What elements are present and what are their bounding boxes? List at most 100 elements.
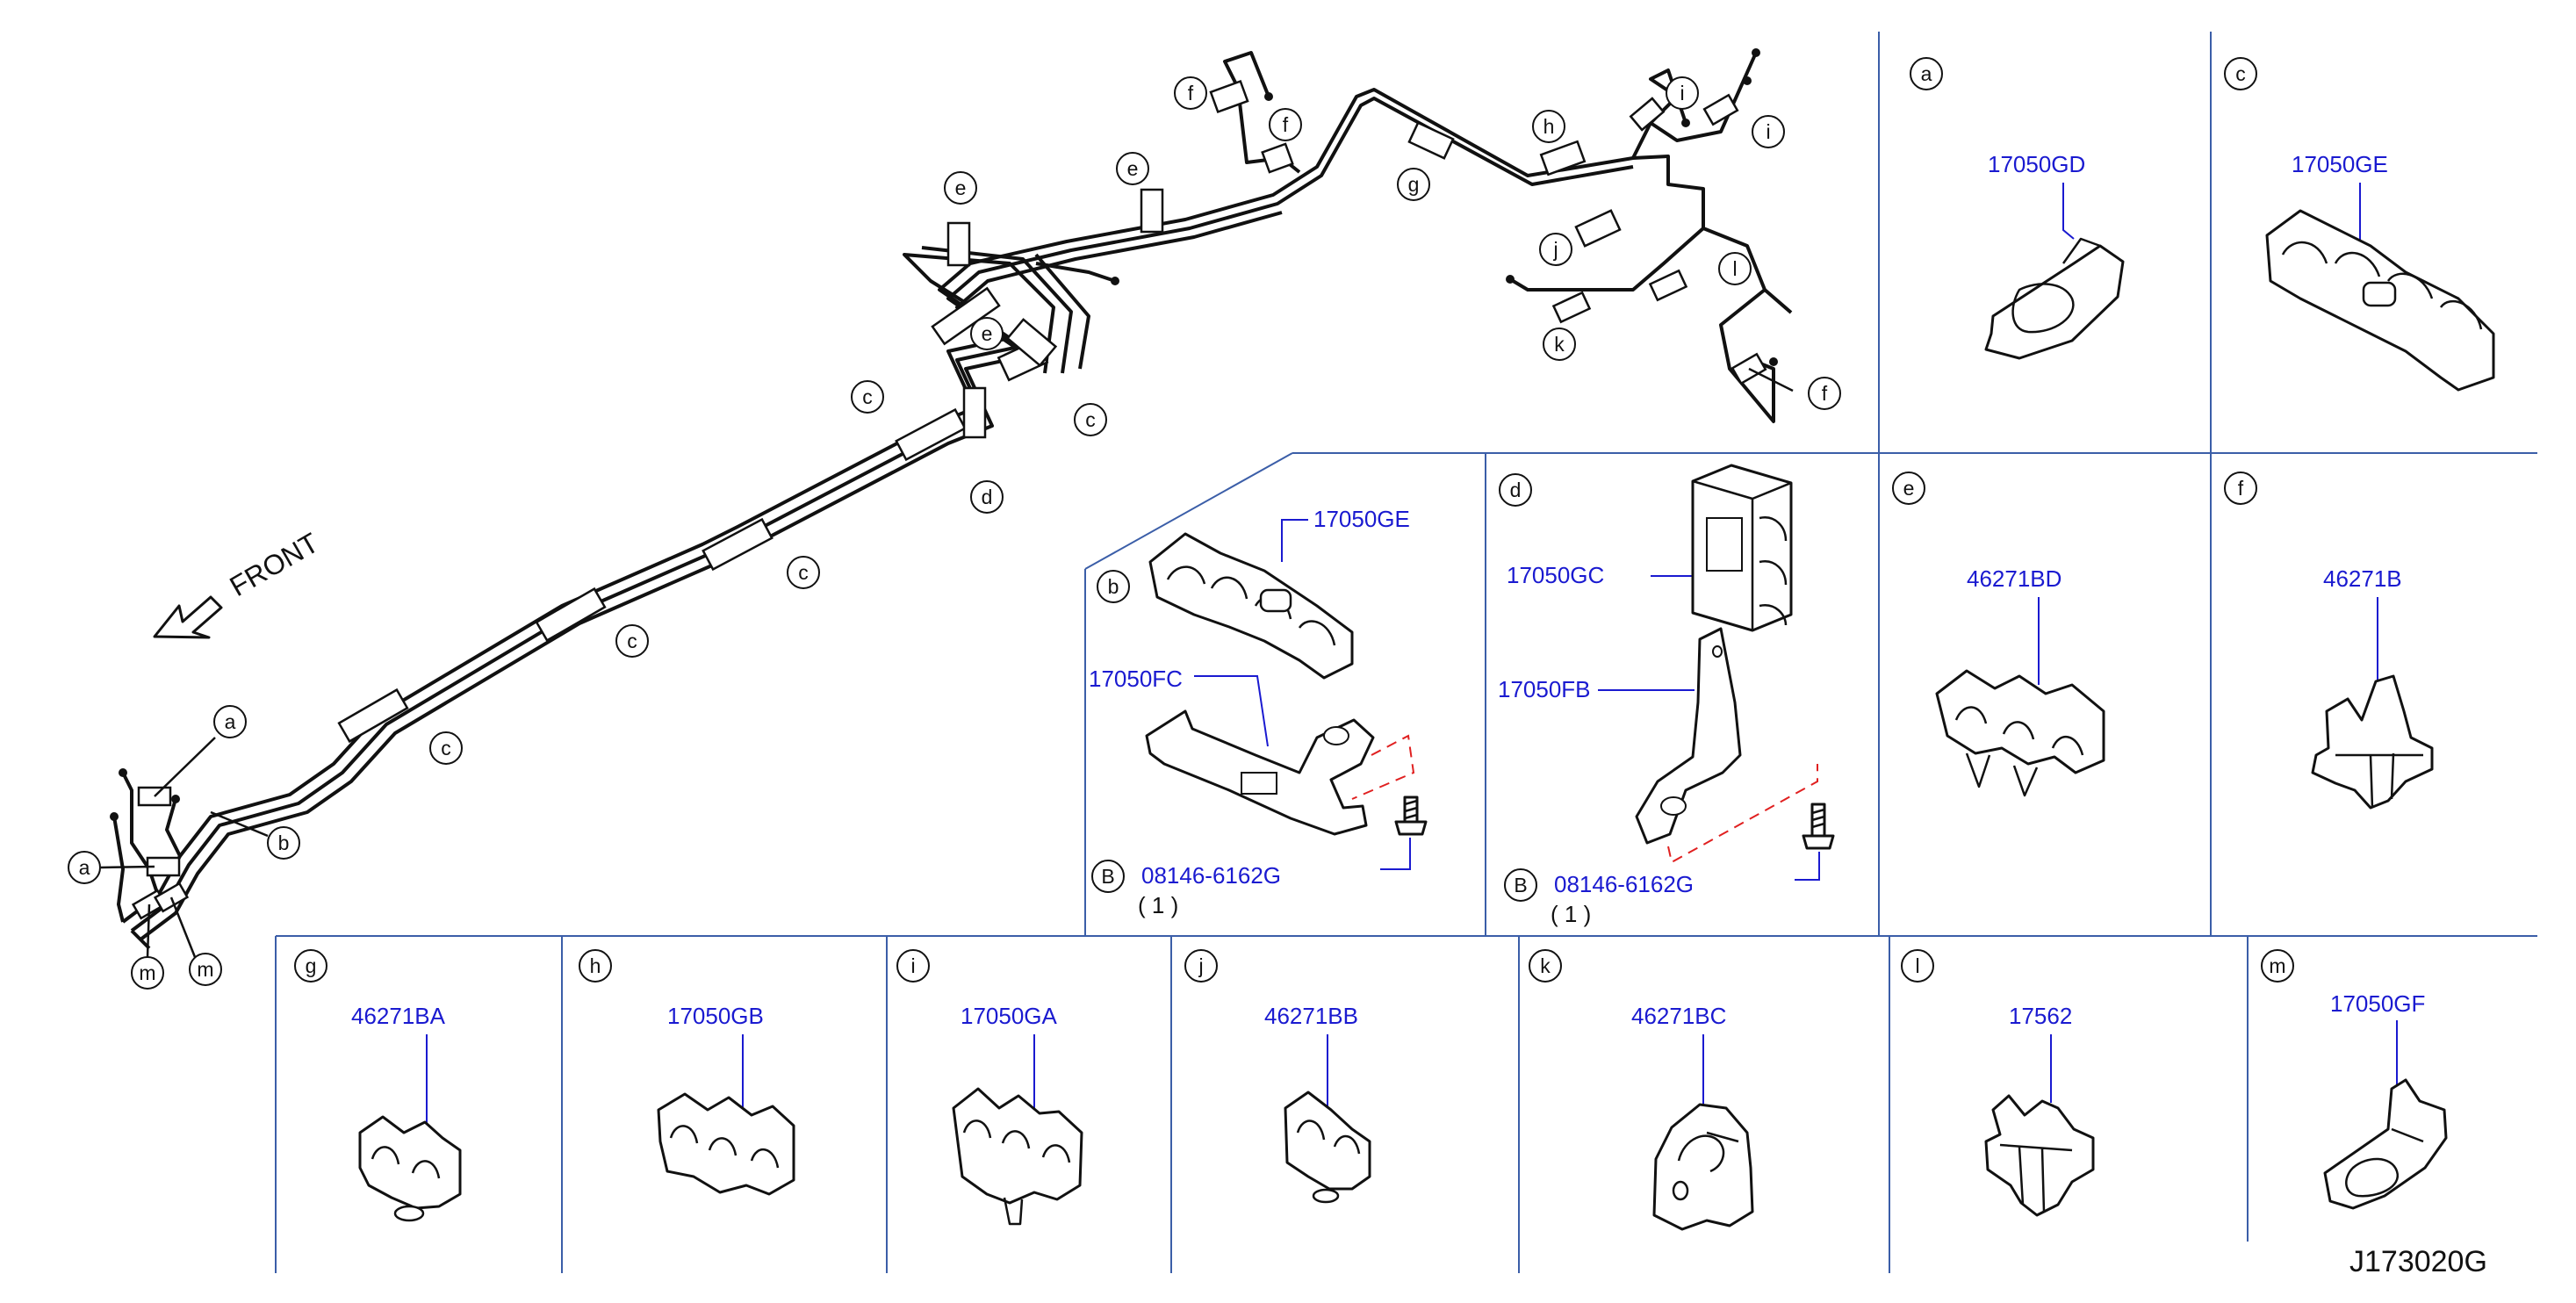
panel-letter: h	[590, 954, 601, 977]
svg-text:e: e	[982, 322, 993, 345]
part-number: 17050GC	[1507, 562, 1604, 588]
svg-text:h: h	[1543, 115, 1555, 138]
part-number: 17050GE	[2292, 151, 2388, 177]
callout-i-1: i	[1666, 76, 1699, 110]
callout-m-2: m	[189, 953, 222, 986]
bolt-number: 08146-6162G	[1554, 871, 1694, 897]
svg-text:m: m	[197, 958, 213, 981]
part-number: 46271B	[2323, 565, 2402, 592]
svg-text:f: f	[1283, 113, 1289, 136]
callout-h: h	[1532, 110, 1565, 143]
callout-c-4: c	[851, 380, 884, 414]
panel-dividers	[275, 32, 2537, 1273]
panel-j: j 46271BB	[1184, 949, 1371, 1204]
callout-f-3: f	[1808, 377, 1841, 410]
part-number: 46271BB	[1264, 1003, 1358, 1029]
part-number: 17050GA	[961, 1003, 1058, 1029]
bolt-number: 08146-6162G	[1141, 862, 1281, 889]
callout-c-2: c	[615, 624, 649, 658]
svg-text:g: g	[1408, 173, 1420, 196]
panel-d: d 17050GC 17050FB B 08146-6162G ( 1 )	[1498, 464, 1835, 927]
diagram-ref-code: J173020G	[2349, 1245, 2487, 1278]
callout-c-1: c	[429, 731, 463, 765]
panel-letter: f	[2238, 477, 2244, 500]
bolt-prefix: B	[1101, 865, 1114, 888]
callout-a-2: a	[68, 851, 101, 884]
panel-letter: k	[1540, 954, 1551, 977]
part-number: 17050GB	[667, 1003, 764, 1029]
svg-text:c: c	[441, 737, 451, 759]
part-number: 17050GD	[1988, 151, 2085, 177]
panel-letter: m	[2269, 954, 2285, 977]
svg-text:l: l	[1732, 257, 1737, 280]
svg-text:a: a	[79, 856, 90, 879]
callout-g: g	[1397, 168, 1430, 201]
callout-m-1: m	[131, 956, 164, 990]
svg-text:j: j	[1552, 238, 1558, 261]
callout-f-1: f	[1174, 76, 1207, 110]
panel-l: l 17562	[1901, 949, 2095, 1217]
callout-j: j	[1539, 233, 1572, 266]
panel-letter: d	[1510, 479, 1522, 501]
svg-text:c: c	[798, 561, 809, 584]
svg-text:b: b	[278, 831, 290, 854]
panel-letter: i	[910, 954, 915, 977]
callout-f-2: f	[1269, 108, 1302, 141]
part-number: 17050GE	[1313, 506, 1410, 532]
bolt-qty: ( 1 )	[1138, 892, 1178, 918]
svg-text:i: i	[1680, 82, 1684, 104]
callout-e-3: e	[970, 317, 1004, 350]
svg-text:f: f	[1822, 382, 1828, 405]
panel-i: i 17050GA	[896, 949, 1083, 1226]
part-number: 46271BD	[1967, 565, 2062, 592]
panel-b: b 17050GE 17050FC B 08146-6162G ( 1 )	[1089, 506, 1428, 918]
callout-d: d	[970, 480, 1004, 514]
panel-letter: b	[1108, 575, 1119, 598]
panel-letter: l	[1915, 954, 1919, 977]
part-number: 17562	[2009, 1003, 2072, 1029]
part-number: 17050GF	[2330, 990, 2425, 1017]
panel-letter: g	[306, 954, 317, 977]
callout-i-2: i	[1752, 115, 1785, 148]
panel-letter: c	[2235, 62, 2246, 85]
svg-text:f: f	[1188, 82, 1194, 104]
part-number: 46271BA	[351, 1003, 446, 1029]
panel-letter: a	[1921, 62, 1932, 85]
callout-b: b	[267, 826, 300, 860]
panel-m: m 17050GF	[2261, 949, 2448, 1210]
part-number-2: 17050FB	[1498, 676, 1591, 702]
panel-f: f 46271B	[2224, 472, 2434, 810]
svg-text:m: m	[139, 961, 155, 984]
svg-text:c: c	[627, 630, 637, 652]
brake-tube-routing	[100, 48, 1794, 958]
panel-e: e 46271BD	[1892, 472, 2105, 797]
overview-callouts: a a b c c c c c d e e e f f f g h i i j …	[68, 76, 1841, 990]
part-number-2: 17050FC	[1089, 666, 1183, 692]
part-number: 46271BC	[1631, 1003, 1726, 1029]
callout-c-5: c	[1074, 403, 1107, 436]
callout-a-1: a	[213, 705, 247, 738]
callout-e-1: e	[944, 171, 977, 205]
svg-text:a: a	[225, 710, 236, 733]
callout-c-3: c	[787, 556, 820, 589]
svg-text:c: c	[862, 385, 873, 408]
front-label: FRONT	[225, 527, 324, 602]
callout-e-2: e	[1116, 152, 1149, 185]
front-arrow: FRONT	[153, 527, 324, 639]
panel-k: k 46271BC	[1529, 949, 1754, 1231]
panel-g: g 46271BA	[294, 949, 462, 1222]
panel-h: h 17050GB	[579, 949, 795, 1196]
panel-c: c 17050GE	[2224, 57, 2495, 392]
bolt-qty: ( 1 )	[1551, 901, 1591, 927]
panel-a: a 17050GD	[1910, 57, 2125, 360]
svg-text:k: k	[1554, 333, 1565, 356]
svg-text:c: c	[1085, 408, 1096, 431]
callout-l: l	[1718, 252, 1752, 285]
svg-text:d: d	[982, 486, 993, 508]
svg-text:e: e	[1127, 157, 1139, 180]
callout-k: k	[1543, 328, 1576, 361]
svg-text:i: i	[1766, 120, 1770, 143]
panel-letter: j	[1198, 954, 1203, 977]
panel-letter: e	[1903, 477, 1915, 500]
